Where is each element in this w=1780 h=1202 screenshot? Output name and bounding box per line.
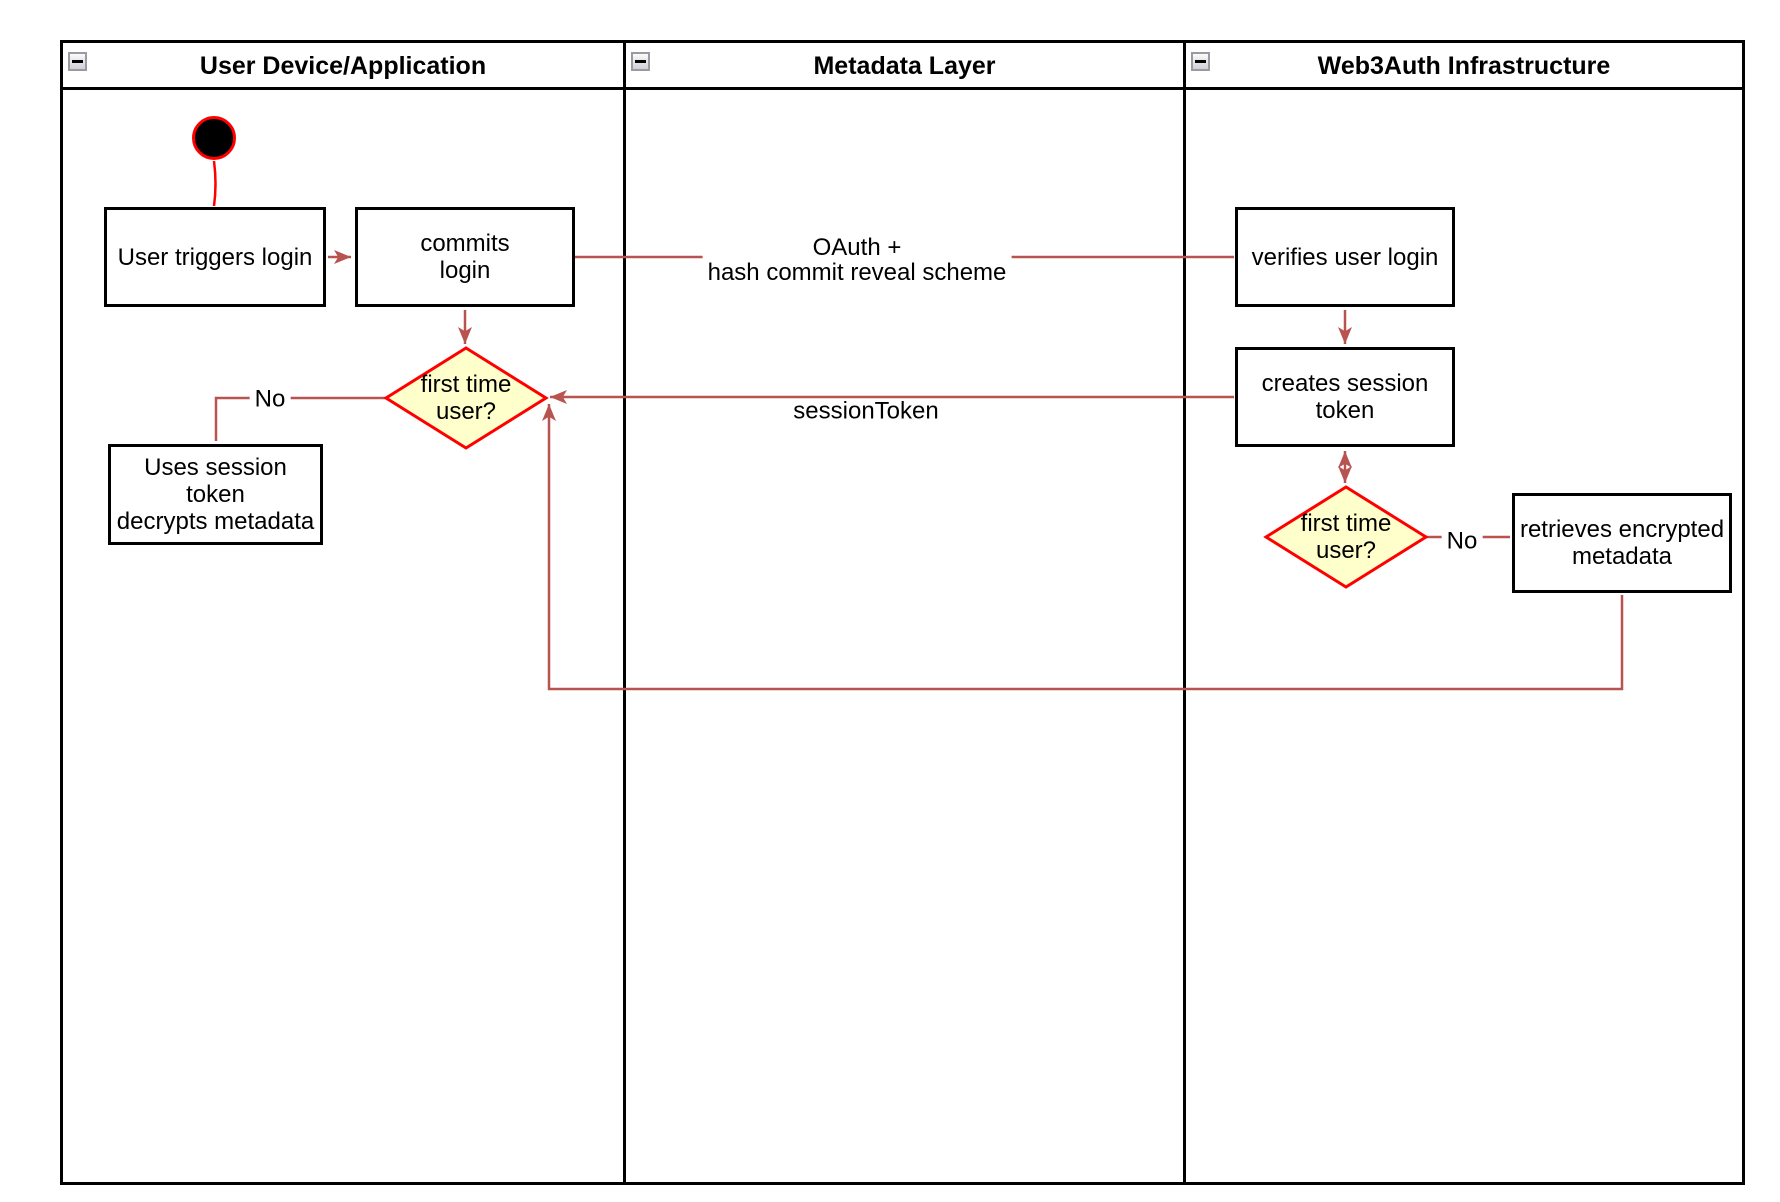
lane-title-web3auth: Web3Auth Infrastructure [1317, 52, 1611, 80]
edge-label-no-left: No [249, 386, 291, 412]
activity-retrieves-encrypted-metadata[interactable]: retrieves encrypted metadata [1512, 493, 1732, 593]
collapse-lane-1-button[interactable] [68, 52, 87, 71]
collapse-lane-2-button[interactable] [631, 52, 650, 71]
edge-label-session-token: sessionToken [788, 398, 944, 424]
minus-icon [72, 60, 83, 63]
decision-first-time-user-left[interactable] [383, 346, 549, 450]
lane-divider-2 [1183, 40, 1186, 1185]
initial-state-node[interactable] [192, 116, 236, 160]
minus-icon [1195, 60, 1206, 63]
activity-uses-session-token[interactable]: Uses session token decrypts metadata [108, 444, 323, 545]
edge-label-no-right: No [1441, 528, 1483, 554]
lane-title-user-device: User Device/Application [199, 52, 487, 80]
lane-header-divider [60, 87, 1745, 90]
lane-title-metadata-layer: Metadata Layer [813, 52, 996, 80]
activity-creates-session-token[interactable]: creates session token [1235, 347, 1455, 447]
decision-first-time-user-right[interactable] [1263, 485, 1429, 589]
activity-verifies-user-login[interactable]: verifies user login [1235, 207, 1455, 307]
minus-icon [635, 60, 646, 63]
activity-commits-login[interactable]: commits login [355, 207, 575, 307]
activity-user-triggers-login[interactable]: User triggers login [104, 207, 326, 307]
lane-divider-1 [623, 40, 626, 1185]
edge-label-oauth: OAuth + hash commit reveal scheme [702, 235, 1012, 285]
collapse-lane-3-button[interactable] [1191, 52, 1210, 71]
